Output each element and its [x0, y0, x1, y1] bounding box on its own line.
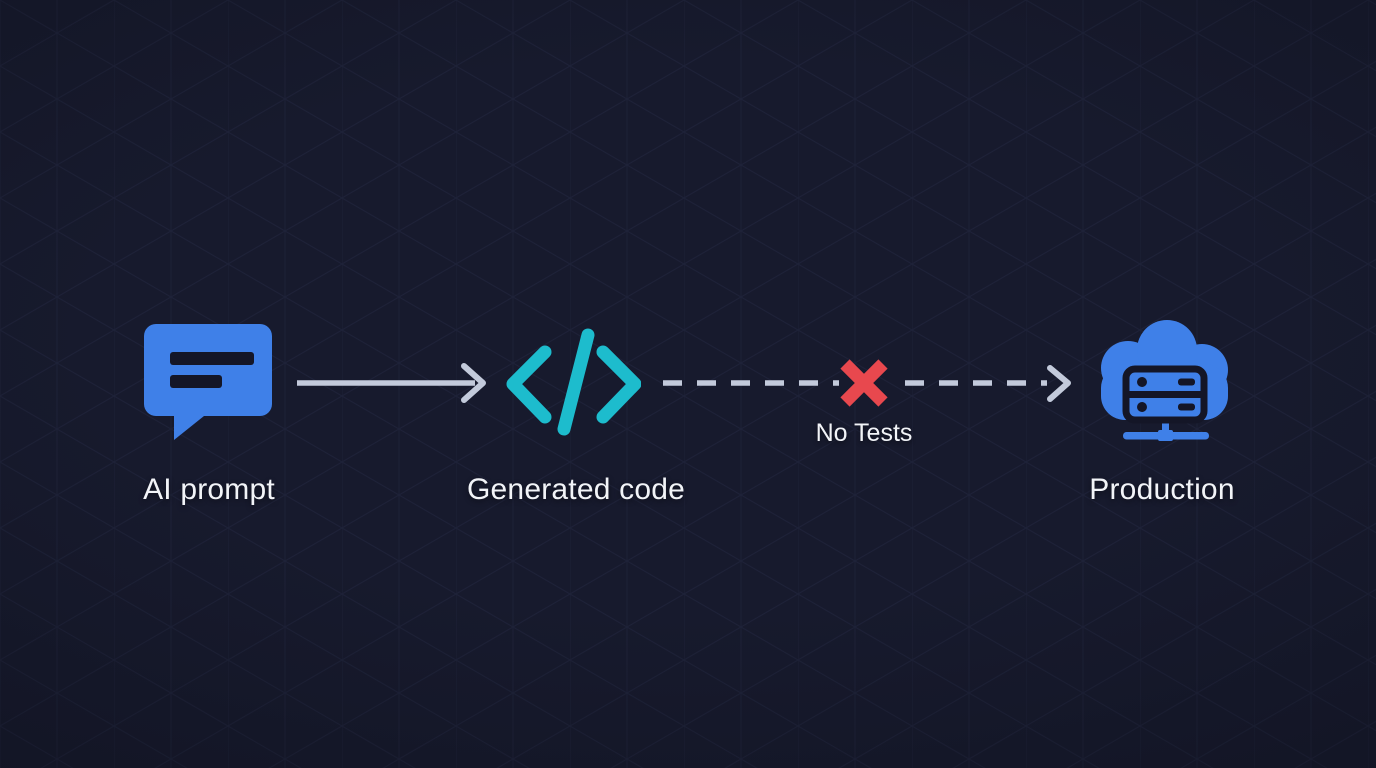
node-label-production: Production	[1089, 473, 1235, 506]
node-label-ai-prompt: AI prompt	[143, 473, 275, 506]
node-label-generated-code: Generated code	[467, 473, 685, 506]
code-icon	[506, 328, 641, 436]
arrow-right-icon	[297, 363, 486, 403]
chat-bubble-icon	[144, 324, 272, 440]
dashed-arrow-icon	[663, 359, 1071, 407]
blocker-label-no-tests: No Tests	[815, 419, 913, 447]
x-icon	[840, 359, 888, 407]
cloud-server-icon	[1101, 320, 1228, 441]
